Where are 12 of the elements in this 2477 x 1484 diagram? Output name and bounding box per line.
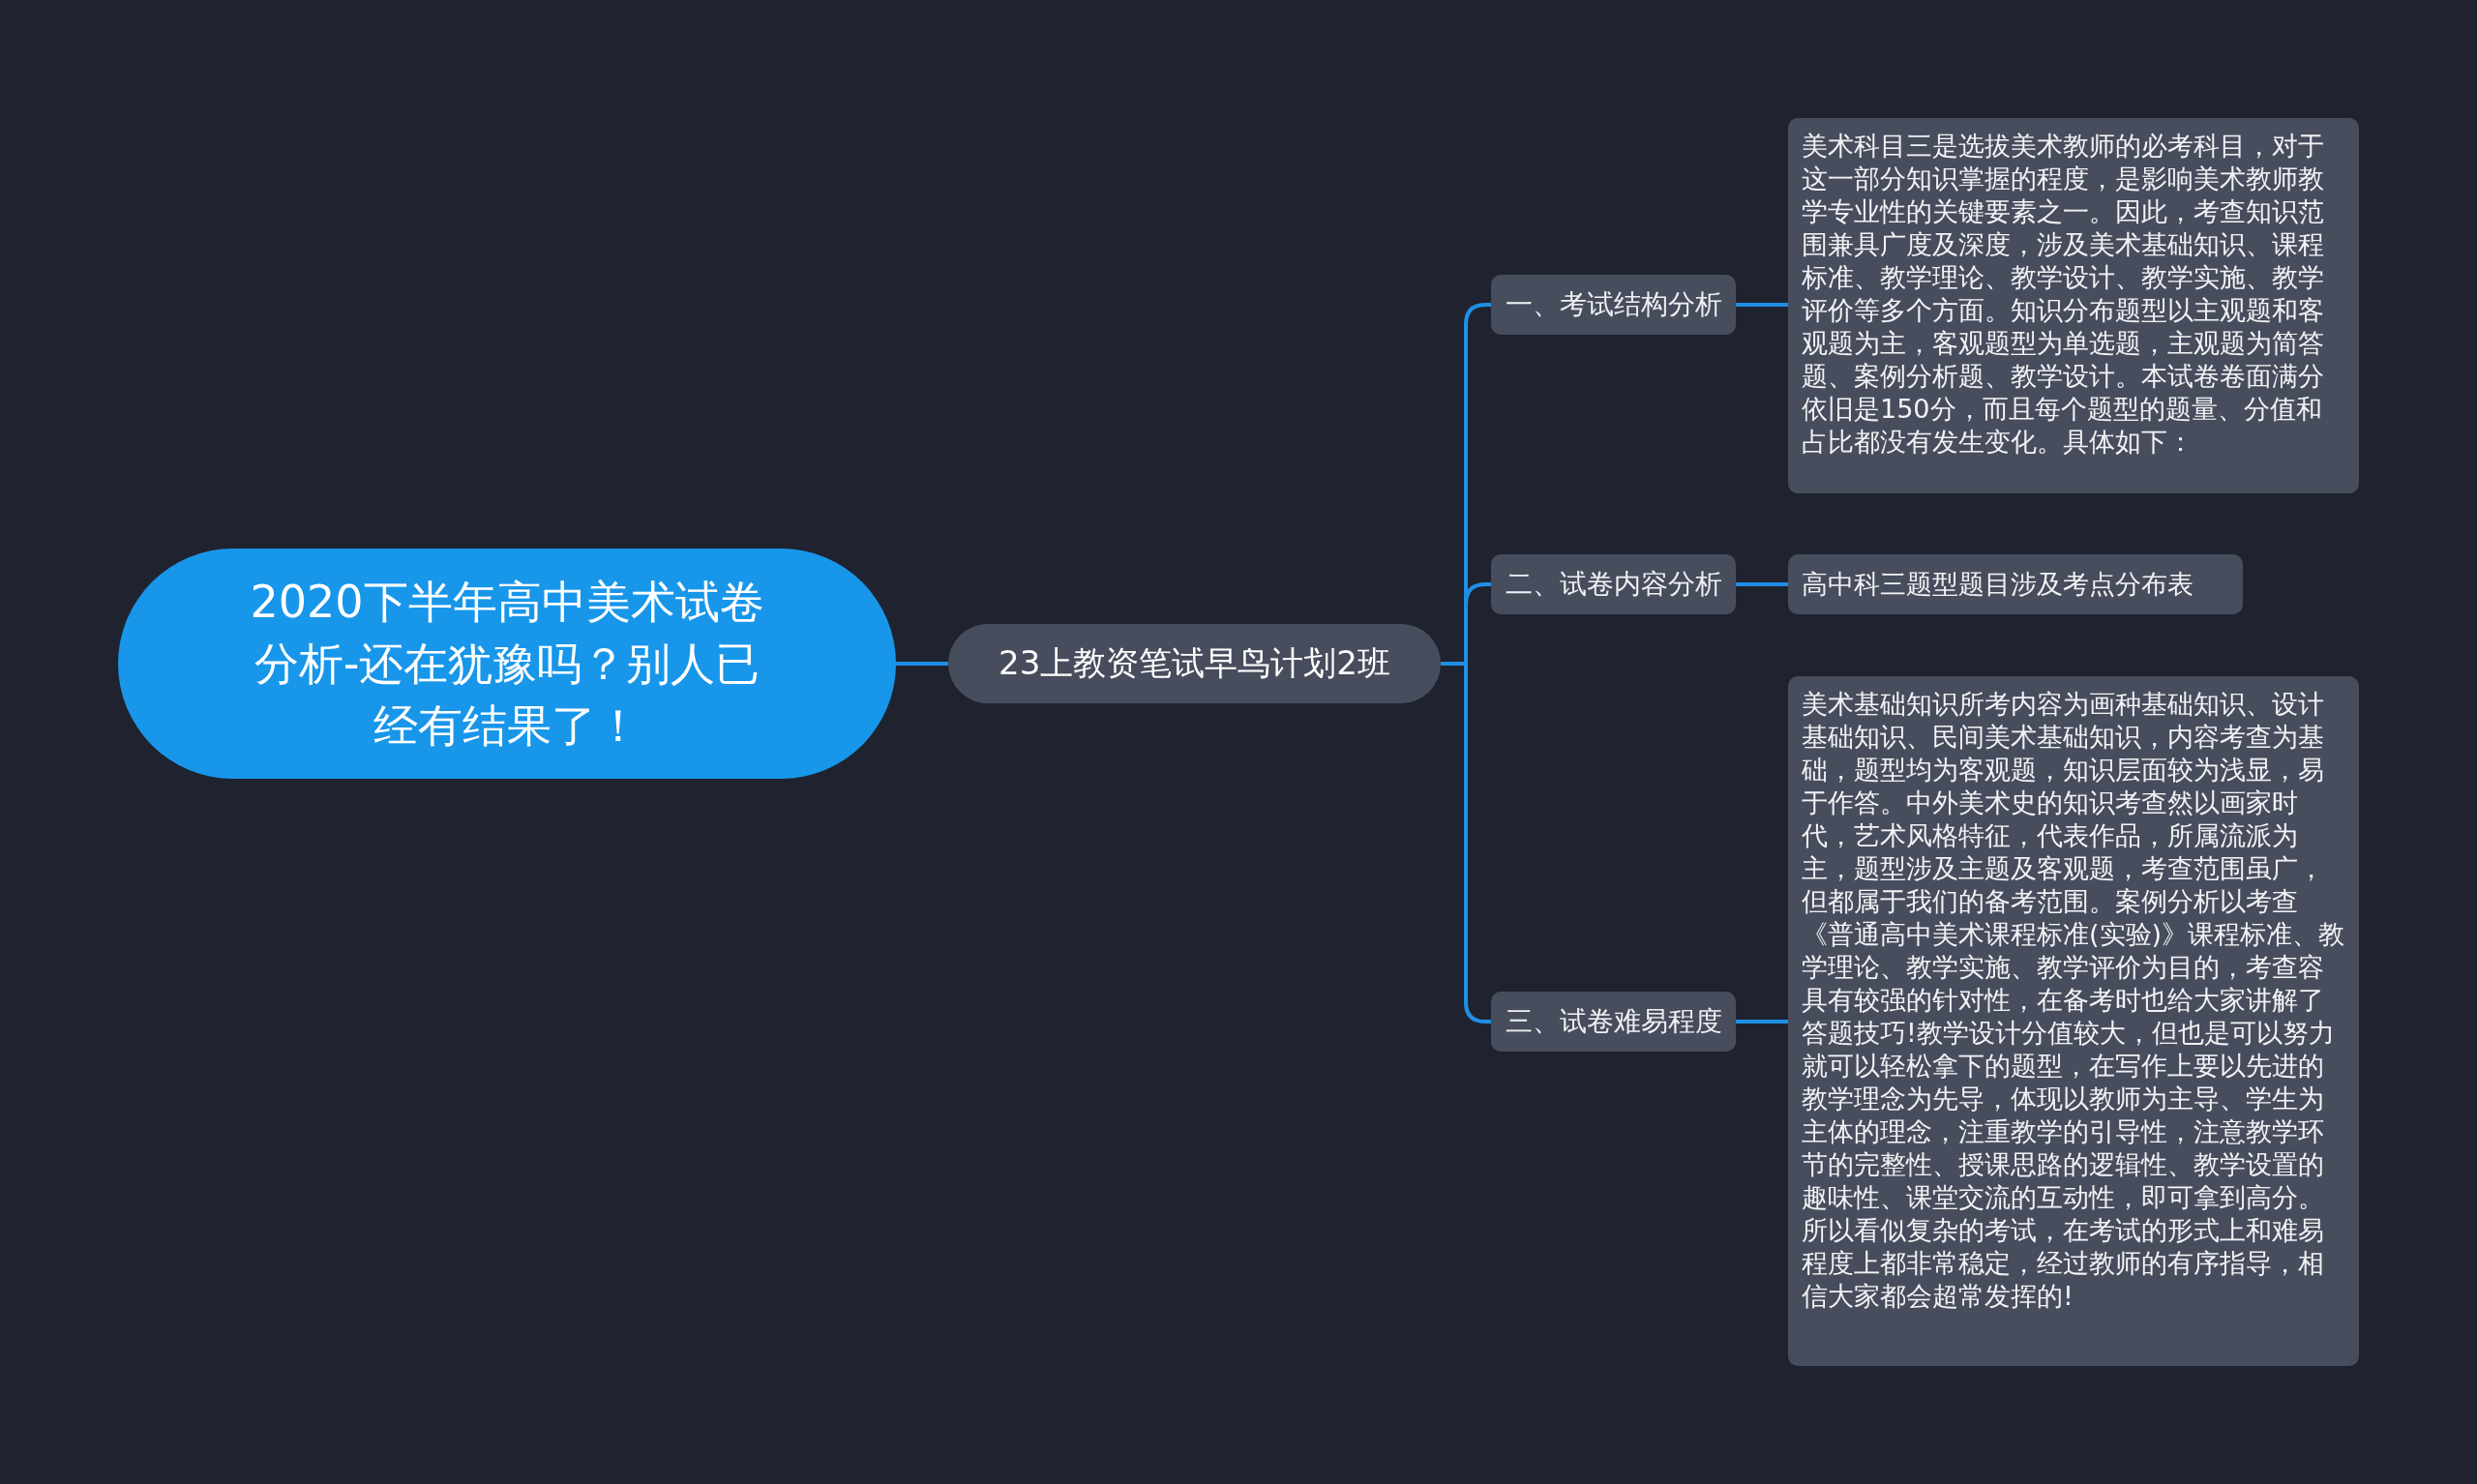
connector-line xyxy=(1736,582,1788,586)
subtopic-box: 23上教资笔试早鸟计划2班 xyxy=(948,624,1441,703)
branch-box: 一、考试结构分析 xyxy=(1491,275,1736,335)
connector-line xyxy=(1736,303,1788,307)
topic-box: 2020下半年高中美术试卷分析-还在犹豫吗？别人已经有结果了！ xyxy=(118,549,896,779)
note-box: 美术科目三是选拔美术教师的必考科目，对于这一部分知识掌握的程度，是影响美术教师教学专业性的关键要素之一。因此，考查知识范围兼具广度及深度，涉及美术基础知识、课程标准、教学理论、教学设计、教学实施、教学评价等多个方面。知识分布题型以主观题和客观题为主，客观题型为单选题，主观题为简答题、案例分析题、教学设计。本试卷卷面满分依旧是150分，而且每个题型的题量、分值和占比都没有发生变化。具体如下： xyxy=(1788,118,2359,493)
branch-box: 二、试卷内容分析 xyxy=(1491,554,1736,614)
note-box: 美术基础知识所考内容为画种基础知识、设计基础知识、民间美术基础知识，内容考查为基础，题型均为客观题，知识层面较为浅显，易于作答。中外美术史的知识考查然以画家时代，艺术风格特征，代表作品，所属流派为主，题型涉及主题及客观题，考查范围虽广，但都属于我们的备考范围。案例分析以考查《普通高中美术课程标准(实验)》课程标准、教学理论、教学实施、教学评价为目的，考查容具有较强的针对性，在备考时也给大家讲解了答题技巧!教学设计分值较大，但也是可以努力就可以轻松拿下的题型，在写作上要以先进的教学理念为先导，体现以教师为主导、学生为主体的理念，注重教学的引导性，注意教学环节的完整性、授课思路的逻辑性、教学设置的趣味性、课堂交流的互动性，即可拿到高分。所以看似复杂的考试，在考试的形式上和难易程度上都非常稳定，经过教师的有序指导，相信大家都会超常发挥的! xyxy=(1788,676,2359,1366)
connector-line xyxy=(896,662,948,666)
branch-box: 三、试卷难易程度 xyxy=(1491,992,1736,1052)
note-box: 高中科三题型题目涉及考点分布表 xyxy=(1788,554,2243,614)
connector-line xyxy=(1736,1020,1788,1024)
